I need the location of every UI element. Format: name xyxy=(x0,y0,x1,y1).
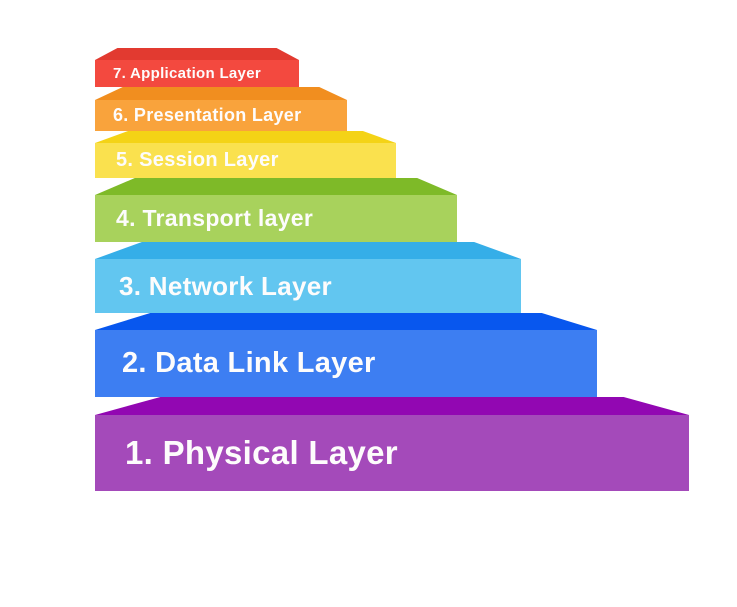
layer-bar-session-top-face xyxy=(95,131,396,143)
layer-bar-network-top-face xyxy=(95,242,521,259)
layer-label: 4. Transport layer xyxy=(116,205,314,231)
layer-bar-session-front-face: 5. Session Layer xyxy=(95,143,396,178)
layer-bar-network-front-face: 3. Network Layer xyxy=(95,259,521,313)
layer-bar-application-front-face: 7. Application Layer xyxy=(95,60,299,87)
layer-label: 2. Data Link Layer xyxy=(122,347,376,379)
layer-bar-network: 3. Network Layer xyxy=(95,242,521,313)
layer-label: 3. Network Layer xyxy=(119,270,332,301)
layer-bar-application: 7. Application Layer xyxy=(95,48,299,87)
layer-bar-data-link-top-face xyxy=(95,313,597,330)
layer-bar-transport: 4. Transport layer xyxy=(95,178,457,242)
layer-bar-physical-top-face xyxy=(95,397,689,415)
layer-bar-presentation-front-face: 6. Presentation Layer xyxy=(95,100,347,131)
layer-bar-physical-front-face: 1. Physical Layer xyxy=(95,415,689,491)
layer-bar-presentation-top-face xyxy=(95,87,347,100)
layer-bar-application-top-face xyxy=(95,48,299,60)
layer-label: 5. Session Layer xyxy=(116,149,279,171)
layer-bar-session: 5. Session Layer xyxy=(95,131,396,178)
layer-label: 1. Physical Layer xyxy=(125,434,398,471)
layer-label: 6. Presentation Layer xyxy=(113,105,302,125)
layer-bar-physical: 1. Physical Layer xyxy=(95,397,689,491)
layer-bar-transport-front-face: 4. Transport layer xyxy=(95,195,457,242)
layer-bar-transport-top-face xyxy=(95,178,457,195)
layer-bar-data-link-front-face: 2. Data Link Layer xyxy=(95,330,597,397)
layer-bar-presentation: 6. Presentation Layer xyxy=(95,87,347,131)
layer-bar-data-link: 2. Data Link Layer xyxy=(95,313,597,397)
layer-label: 7. Application Layer xyxy=(113,65,261,82)
